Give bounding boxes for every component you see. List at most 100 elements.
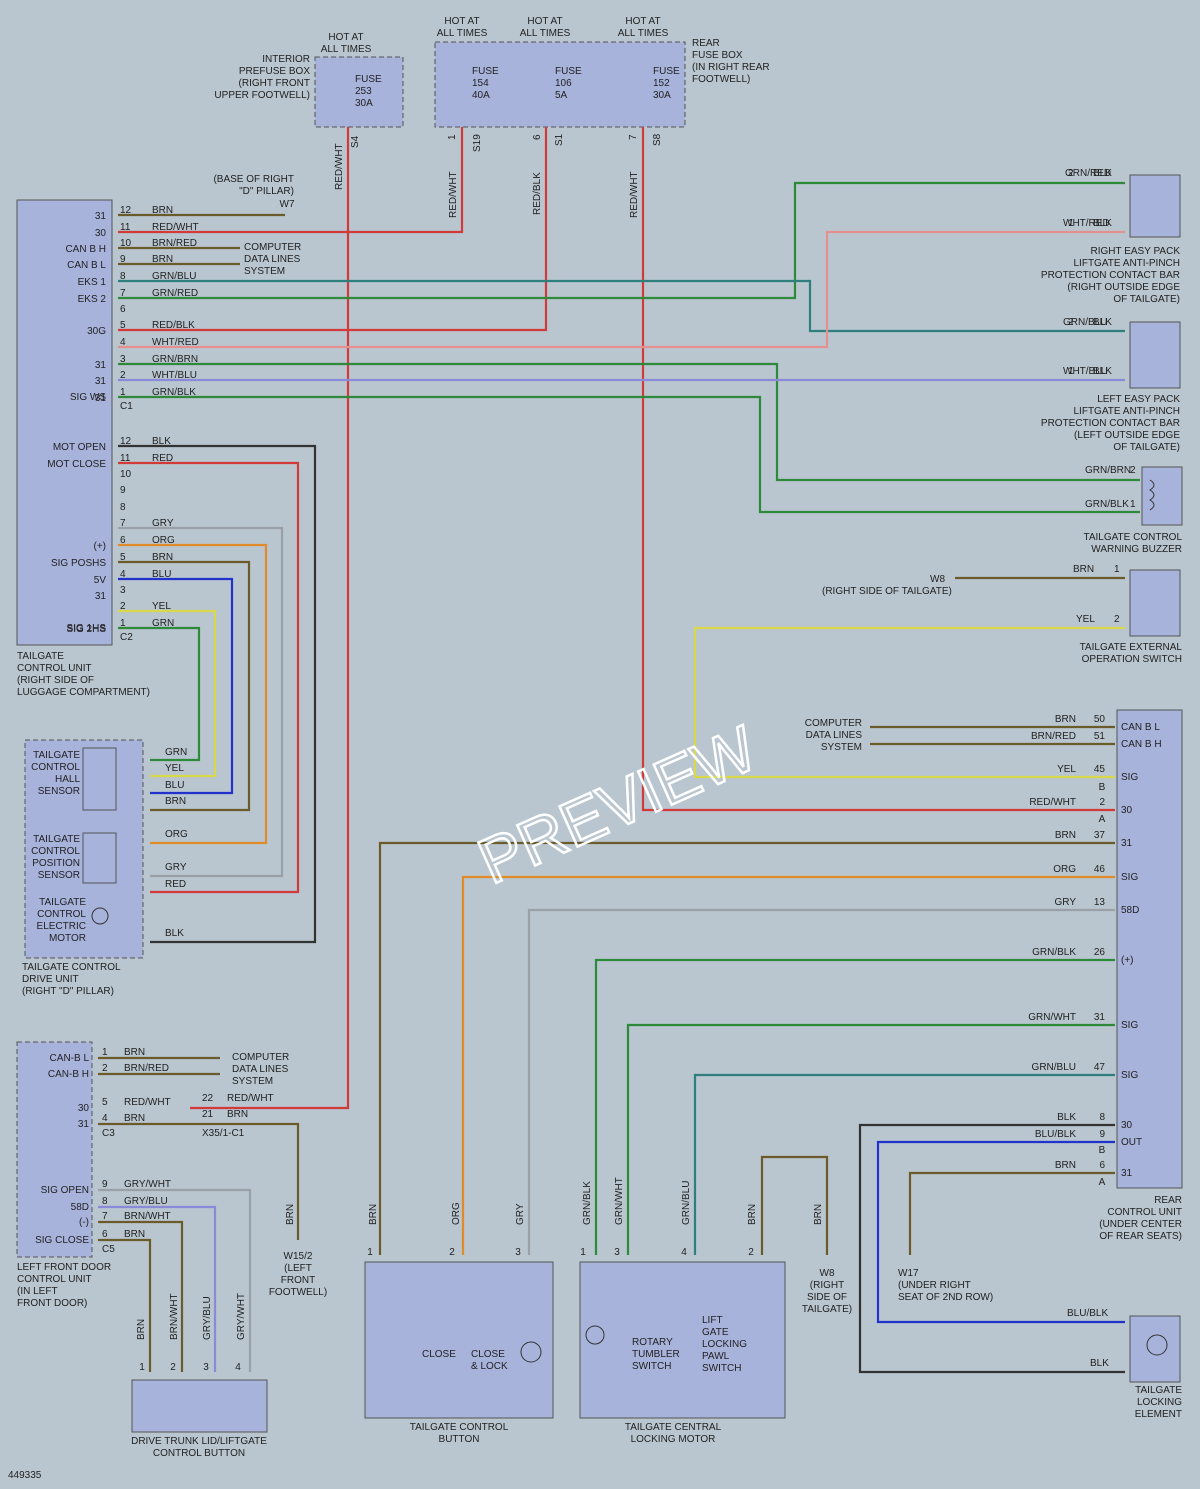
comp-pin-1: 2 [449, 1247, 455, 1258]
tcu-c2-pin-5: 7 [120, 518, 126, 529]
lfd-label-3: 31 [78, 1119, 90, 1130]
bottom-wire-v-2: GRY [515, 1203, 526, 1225]
w8-label: W8 [930, 574, 945, 585]
s4-label: S4 [350, 135, 361, 148]
p7-label: 7 [628, 134, 639, 140]
wire-blk-mot-open [118, 444, 317, 944]
tcu-c2-wire-1: RED [152, 453, 173, 464]
lfd-brn-v: BRN [285, 1204, 296, 1225]
rcu-wire-3: RED/WHT [1029, 797, 1076, 808]
right-blk-3: BLK [1093, 366, 1112, 377]
comp-pin-2: 3 [515, 1247, 521, 1258]
wire-rcu-grn-wht-31 [626, 1023, 1115, 1255]
rcu-label-5: SIG [1121, 872, 1138, 883]
tcu-c1-wire-2: BRN/RED [152, 238, 197, 249]
drive-wire-2: BLU [165, 780, 184, 791]
rcu-pin-7: 26 [1094, 947, 1106, 958]
rcu-pin-8: 31 [1094, 1012, 1106, 1023]
tcu-c2-pin-6: 6 [120, 535, 126, 546]
wire-gry [118, 526, 284, 878]
tcu-c1-pin-6: 6 [120, 304, 126, 315]
lfd-label-2: 30 [78, 1103, 90, 1114]
lfd-label-1: CAN-B H [48, 1069, 89, 1080]
wire-fuse106-red-blk [118, 127, 548, 332]
led-symbol [520, 1341, 542, 1363]
tcu-c1-pin-3: 9 [120, 254, 126, 265]
tcu-c1-wire-0: BRN [152, 205, 173, 216]
bottom-wire-v-6: BRN [747, 1204, 758, 1225]
rcu-ca2: A [1099, 1177, 1106, 1188]
rear-fuse-box [434, 41, 686, 128]
rcu-wire-1: BRN/RED [1031, 731, 1076, 742]
drive-wire-7: BLK [165, 928, 184, 939]
bottom-wire-v-0: BRN [368, 1204, 379, 1225]
lfd-control-unit-box [16, 1041, 93, 1258]
rcu-pin-0: 50 [1094, 714, 1106, 725]
tcu-c2-label-11: SIG 2HS [67, 624, 107, 635]
rcu-pin-6: 13 [1094, 897, 1106, 908]
lfd-pin-6: 7 [102, 1211, 108, 1222]
tcu-c2-wire-7: BRN [152, 552, 173, 563]
lfd-pin-1: 2 [102, 1063, 108, 1074]
drive-wire-4: ORG [165, 829, 188, 840]
rcu-wire-2: YEL [1057, 764, 1076, 775]
wire-rcu-gry-13 [527, 908, 1115, 1255]
rcu-pin-3: 2 [1099, 797, 1105, 808]
drive-motor-symbol [91, 907, 109, 925]
s8-label: S8 [652, 133, 663, 146]
ext-brn: BRN [1073, 564, 1094, 575]
trunk-wire-v-3: GRY/WHT [236, 1293, 247, 1340]
trunk-pin-0: 1 [139, 1362, 145, 1373]
close-lock-label: CLOSE& LOCK [471, 1349, 508, 1372]
tcu-c1-pin-11: 1 [120, 387, 126, 398]
right-blk-0: BLK [1093, 168, 1112, 179]
lock-motor-symbol [585, 1325, 605, 1345]
central-locking-motor-box [579, 1261, 786, 1419]
left-easy-pack-box [1129, 321, 1181, 389]
wire-lfd-gry-wht [98, 1188, 252, 1372]
s19-label: S19 [472, 134, 483, 152]
lfd-x35: X35/1-C1 [202, 1128, 245, 1139]
right-easy-pack-box [1129, 174, 1181, 238]
rcu-wire-5: ORG [1053, 864, 1076, 875]
tcu-c2-wire-10: YEL [152, 601, 171, 612]
drive-wire-3: BRN [165, 796, 186, 807]
rcu-wire-6: GRY [1055, 897, 1077, 908]
comp-pin-5: 4 [681, 1247, 687, 1258]
tcu-c2-label-6: (+) [94, 541, 107, 552]
wire-rcu-blk-8 [858, 1123, 1125, 1374]
comp-pin-0: 1 [367, 1247, 373, 1258]
right-p2-2: 2 [1130, 465, 1136, 476]
comp-pin-3: 1 [580, 1247, 586, 1258]
wire-fuse152-red-wht [641, 127, 1115, 812]
tcu-c1-label-4: EKS 1 [78, 277, 107, 288]
lfd-pin-4: 9 [102, 1179, 108, 1190]
rcu-pin-5: 46 [1094, 864, 1106, 875]
lock-blk: BLK [1090, 1358, 1109, 1369]
lfd-pin-5: 8 [102, 1196, 108, 1207]
wire-fuse253-red-wht [190, 127, 350, 1110]
tcu-c2-label-1: MOT CLOSE [47, 459, 106, 470]
wire-rcu-grn-blk-26 [594, 958, 1115, 1255]
tcu-c2-wire-8: BLU [152, 569, 171, 580]
tcu-c1-label-3: CAN B L [67, 260, 106, 271]
tcu-c1-wire-7: RED/BLK [152, 320, 195, 331]
rcu-cb2: B [1099, 1145, 1106, 1156]
rcu-pin-12: 6 [1099, 1160, 1105, 1171]
rcu-pin-10: 8 [1099, 1112, 1105, 1123]
right-blk-1: BLK [1093, 218, 1112, 229]
lfd-wire-2: RED/WHT [124, 1097, 171, 1108]
tcu-c1-pin-5: 7 [120, 288, 126, 299]
tcu-c2-label-12: SIG 1HS [67, 623, 107, 634]
trunk-wire-v-0: BRN [136, 1319, 147, 1340]
rcu-label-11: OUT [1121, 1137, 1142, 1148]
rcu-label-2: SIG [1121, 772, 1138, 783]
external-switch-box [1129, 569, 1181, 637]
wire-grn-blk-sigws [118, 395, 1140, 514]
